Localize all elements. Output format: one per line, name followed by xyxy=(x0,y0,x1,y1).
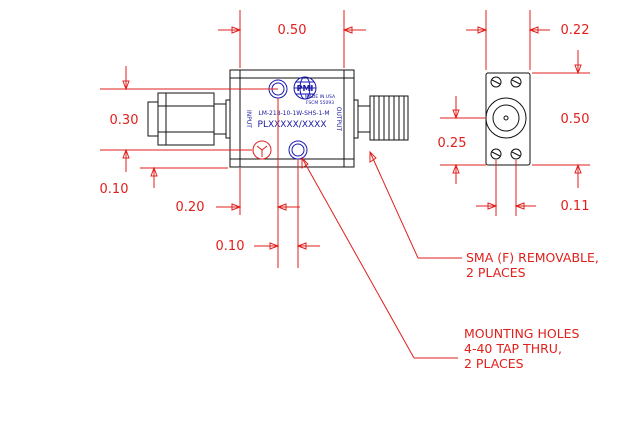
dim-label: 0.30 xyxy=(110,113,139,128)
dim-left-offset: 0.10 xyxy=(100,166,228,197)
dim-left-height: 0.30 xyxy=(100,66,278,172)
sma-note-line2: 2 PLACES xyxy=(466,265,526,280)
left-sma-connector xyxy=(147,92,227,146)
made-in-usa-label: MADE IN USA xyxy=(305,94,336,100)
dim-label: 0.25 xyxy=(438,136,467,151)
esd-symbol-icon xyxy=(252,140,272,160)
mounting-hole-bottom xyxy=(288,140,308,160)
mounting-holes-leader: MOUNTING HOLES 4-40 TAP THRU, 2 PLACES xyxy=(301,156,580,371)
dim-end-view-height: 0.50 xyxy=(532,50,590,188)
output-label: OUTPUT xyxy=(335,107,342,132)
dim-label: 0.10 xyxy=(216,239,245,254)
end-view xyxy=(485,72,531,166)
pmi-logo: PMI xyxy=(293,76,317,100)
sma-note-line1: SMA (F) REMOVABLE, xyxy=(466,250,599,265)
dim-connector-extension: 0.22 xyxy=(466,10,589,70)
sma-leader: SMA (F) REMOVABLE, 2 PLACES xyxy=(369,150,599,280)
dim-label: 0.50 xyxy=(561,112,590,127)
dim-label: 0.11 xyxy=(561,199,590,214)
dim-hole-offset: 0.20 xyxy=(176,98,300,268)
part-number-label: LM-218-10-1W-SHS-1-M xyxy=(258,110,329,117)
dim-end-view-center: 0.25 xyxy=(438,96,486,184)
dim-label: 0.20 xyxy=(176,200,205,215)
mounting-note-line2: 4-40 TAP THRU, xyxy=(464,341,562,356)
mounting-note-line1: MOUNTING HOLES xyxy=(464,326,580,341)
dim-label: 0.50 xyxy=(278,23,307,38)
model-label: PLXXXXX/XXXX xyxy=(258,120,327,130)
dim-end-view-base: 0.11 xyxy=(476,160,589,216)
mounting-note-line3: 2 PLACES xyxy=(464,356,524,371)
right-sma-connector xyxy=(357,95,409,141)
dim-label: 0.22 xyxy=(561,23,590,38)
dim-body-length: 0.50 xyxy=(218,10,366,68)
dim-label: 0.10 xyxy=(100,182,129,197)
dim-hole-spacing: 0.10 xyxy=(216,159,320,268)
cage-code-label: FSCM 55093 xyxy=(306,100,334,106)
input-label: INPUT xyxy=(245,110,252,128)
logo-text: PMI xyxy=(297,84,314,93)
